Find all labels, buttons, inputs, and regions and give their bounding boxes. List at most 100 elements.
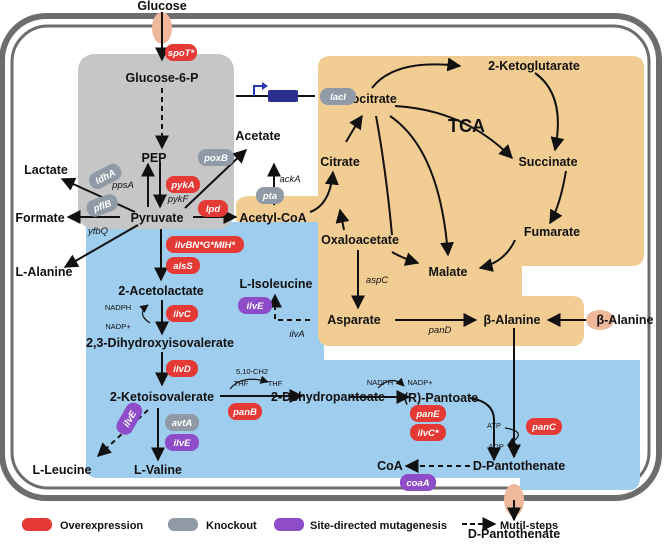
cofactor-labels: NADPH NADP+ 5,10-CH2 THF THF NADPH NADP+… <box>105 303 504 451</box>
tag-ilve-leucine <box>116 402 143 435</box>
tag-ilvc <box>166 305 198 322</box>
metabolite-beta-alanine: β-Alanine <box>484 313 541 327</box>
laci-gene <box>268 90 298 102</box>
enzyme-pykf: pykF <box>167 194 190 205</box>
tag-ilve-valine-label: ilvE <box>174 438 192 449</box>
metabolite-pyruvate: Pyruvate <box>131 211 184 225</box>
metabolite-l-leucine: L-Leucine <box>32 463 91 477</box>
tag-alss-label: alsS <box>173 261 193 272</box>
cofactor-atp: ATP <box>487 421 501 430</box>
tag-pyka-label: pykA <box>170 180 194 191</box>
tag-ilvbn-label: ilvBN*G*MIH* <box>175 240 236 251</box>
metabolite-acetyl-coa: Acetyl-CoA <box>239 211 306 225</box>
enzyme-yfbq: yfbQ <box>87 226 109 237</box>
tag-alss <box>166 257 200 274</box>
tag-coaa-label: coaA <box>406 478 429 489</box>
tag-poxb <box>198 149 234 166</box>
tag-ilve-isoleucine <box>238 297 272 314</box>
tag-laci <box>320 88 356 105</box>
enzyme-pand: panD <box>428 325 452 336</box>
tag-ldha <box>89 163 122 190</box>
tag-pflb <box>86 194 118 217</box>
legend-swatch-knockout <box>168 518 198 531</box>
metabolite-coa: CoA <box>377 459 403 473</box>
tag-ilvd-label: ilvD <box>173 364 191 375</box>
tag-pane <box>410 405 446 422</box>
metabolite-pep: PEP <box>141 151 166 165</box>
tag-ilvc-star-label: ilvC* <box>417 428 439 439</box>
tag-ilvbn <box>166 236 244 253</box>
legend-swatch-mutagenesis <box>274 518 304 531</box>
metabolite-citrate: Citrate <box>320 155 360 169</box>
metabolite-2-ketoisovalerate: 2-Ketoisovalerate <box>110 390 214 404</box>
metabolite-fumarate: Fumarate <box>524 225 580 239</box>
metabolite-asparate: Asparate <box>327 313 381 327</box>
metabolite-acetate: Acetate <box>235 129 280 143</box>
tag-pta-label: pta <box>262 191 277 202</box>
metabolite-oxaloacetate: Oxaloacetate <box>321 233 399 247</box>
promoter-arrow-icon <box>262 82 268 90</box>
metabolite-labels: Glucose Glucose-6-P PEP Pyruvate Lactate… <box>15 0 653 541</box>
cofactor-thf-right: THF <box>268 379 283 388</box>
cofactor-methylene-thf: 5,10-CH2 <box>236 367 268 376</box>
beta-alanine-transporter <box>586 310 614 330</box>
laci-gene-cassette <box>236 82 315 102</box>
tag-ilve-valine <box>165 434 199 451</box>
enzyme-labels: ppsA pykF ackA yfbQ aspC ilvA panD <box>87 174 452 340</box>
metabolite-l-alanine: L-Alanine <box>16 265 73 279</box>
metabolite-2-acetolactate: 2-Acetolactate <box>118 284 203 298</box>
metabolite-2-ketoglutarate: 2-Ketoglutarate <box>488 59 580 73</box>
tag-spot-label: spoT* <box>168 48 196 59</box>
cofactor-adp: ADP <box>488 442 503 451</box>
gene-tags: spoT* lacI ldhA poxB pykA pflB lpd pta i… <box>86 44 562 491</box>
tag-pta <box>256 187 284 204</box>
metabolite-succinate: Succinate <box>518 155 577 169</box>
tag-pane-label: panE <box>415 409 440 420</box>
tag-coaa <box>400 474 436 491</box>
metabolite-malate: Malate <box>429 265 468 279</box>
metabolite-formate: Formate <box>15 211 64 225</box>
cofactor-nadph-1: NADPH <box>105 303 131 312</box>
tag-laci-label: lacI <box>330 92 346 103</box>
metabolite-2-dehydropantoate: 2-Dehydropantoate <box>271 390 385 404</box>
legend-mutagenesis: Site-directed mutagenesis <box>310 520 447 532</box>
metabolite-l-valine: L-Valine <box>134 463 182 477</box>
tag-lpd <box>198 200 228 217</box>
legend: Overexpression Knockout Site-directed mu… <box>22 517 558 532</box>
tag-poxb-label: poxB <box>203 153 228 164</box>
cofactor-nadp-1: NADP+ <box>105 322 131 331</box>
tag-ilve-isoleucine-label: ilvE <box>247 301 265 312</box>
metabolite-glucose: Glucose <box>137 0 186 13</box>
enzyme-acka: ackA <box>279 174 300 185</box>
tag-panc-label: panC <box>531 422 556 433</box>
tag-ilvd <box>166 360 198 377</box>
tag-ilvc-label: ilvC <box>173 309 191 320</box>
tag-avta-label: avtA <box>172 418 193 429</box>
tag-panb-label: panB <box>232 407 257 418</box>
tag-panb <box>228 403 262 420</box>
legend-swatch-overexpression <box>22 518 52 531</box>
metabolite-r-pantoate: (R)-Pantoate <box>404 391 478 405</box>
legend-knockout: Knockout <box>206 520 257 532</box>
cofactor-nadph-2: NADPH <box>367 378 393 387</box>
metabolite-d-pantothenate: D-Pantothenate <box>473 459 565 473</box>
metabolite-dihydroxyisovalerate: 2,3-Dihydroxyisovalerate <box>86 336 234 350</box>
tag-pyka <box>166 176 200 193</box>
enzyme-ppsa: ppsA <box>111 180 134 191</box>
cofactor-nadp-2: NADP+ <box>407 378 433 387</box>
metabolite-l-isoleucine: L-Isoleucine <box>240 277 313 291</box>
metabolite-lactate: Lactate <box>24 163 68 177</box>
metabolite-glucose-6-p: Glucose-6-P <box>126 71 199 85</box>
tag-ilvc-star <box>410 424 446 441</box>
tag-panc <box>526 418 562 435</box>
metabolite-beta-alanine-external: β-Alanine <box>597 313 654 327</box>
bcaa-region <box>86 220 640 490</box>
tag-lpd-label: lpd <box>206 204 220 215</box>
enzyme-ilva: ilvA <box>289 329 304 340</box>
legend-multisteps: Mutil-steps <box>500 520 558 532</box>
cofactor-thf-left: THF <box>234 379 249 388</box>
legend-overexpression: Overexpression <box>60 520 143 532</box>
enzyme-aspc: aspC <box>366 275 388 286</box>
tag-avta <box>165 414 199 431</box>
